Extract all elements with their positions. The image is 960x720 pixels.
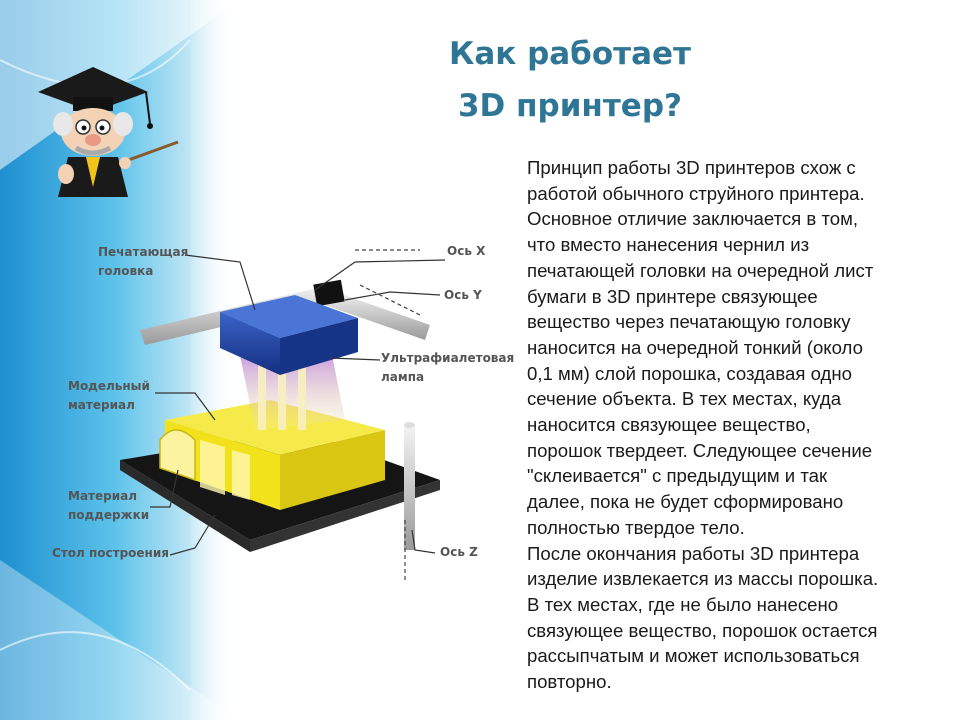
body-line: наносится на очередной тонкий (около (527, 336, 863, 358)
title-line-2: 3D принтер? (457, 88, 682, 124)
label-model-1: Модельный (68, 379, 150, 393)
label-support-1: Материал (68, 489, 137, 503)
body-line: В тех местах, где не было нанесено (527, 593, 839, 615)
body-line: Принцип работы 3D принтеров схож с (527, 157, 856, 178)
y-axis-rod (325, 290, 430, 340)
label-build-table: Стол построения (52, 546, 169, 560)
body-line: что вместо нанесения чернил из (527, 234, 810, 256)
body-line: порошок твердеет. Следующее сечение (527, 439, 873, 461)
print-head (220, 295, 358, 338)
label-uv-lamp-2: лампа (381, 370, 424, 384)
body-line: связующее вещество, порошок остается (527, 619, 878, 641)
z-axis-rod (404, 425, 415, 550)
support-material (159, 429, 196, 482)
label-model-2: материал (68, 398, 135, 412)
body-line: повторно. (527, 671, 612, 693)
body-line: сечение объекта. В тех местах, куда (527, 388, 842, 410)
body-line: изделие извлекается из массы порошка. (527, 568, 879, 590)
body-text: Принцип работы 3D принтеров схож с работ… (527, 155, 952, 695)
body-line: 0,1 мм) слой порошка, создавая одно (527, 362, 852, 384)
label-axis-y: Ось Y (444, 288, 482, 302)
body-line: "склеивается" с предыдущим и так (527, 465, 828, 487)
label-axis-z: Ось Z (440, 545, 478, 559)
label-axis-x: Ось X (447, 244, 486, 258)
body-line: бумаги в 3D принтере связующее (527, 285, 818, 307)
body-line: печатающей головки на очередной лист (527, 259, 874, 281)
body-line: работой обычного струйного принтера. (527, 182, 865, 204)
body-line: рассыпчатым и может использоваться (527, 645, 860, 667)
body-line: вещество через печатающую головку (527, 311, 851, 333)
label-support-2: поддержки (68, 508, 149, 522)
label-print-head-2: головка (98, 264, 153, 278)
professor-mascot-icon (38, 67, 179, 197)
label-uv-lamp-1: Ультрафиалетовая (381, 351, 514, 365)
body-line: Основное отличие заключается в том, (527, 208, 859, 230)
body-line: наносится связующее вещество, (527, 414, 811, 436)
label-print-head-1: Печатающая (98, 245, 188, 259)
body-line: полностью твердое тело. (527, 516, 745, 538)
body-line: далее, пока не будет сформировано (527, 491, 844, 513)
printer-diagram: Печатающая головка Ось X Ось Y Ультрафиа… (52, 244, 514, 580)
title-line-1: Как работает (448, 36, 692, 72)
page-title: Как работает 3D принтер? (360, 28, 780, 132)
body-line: После окончания работы 3D принтера (527, 542, 860, 564)
